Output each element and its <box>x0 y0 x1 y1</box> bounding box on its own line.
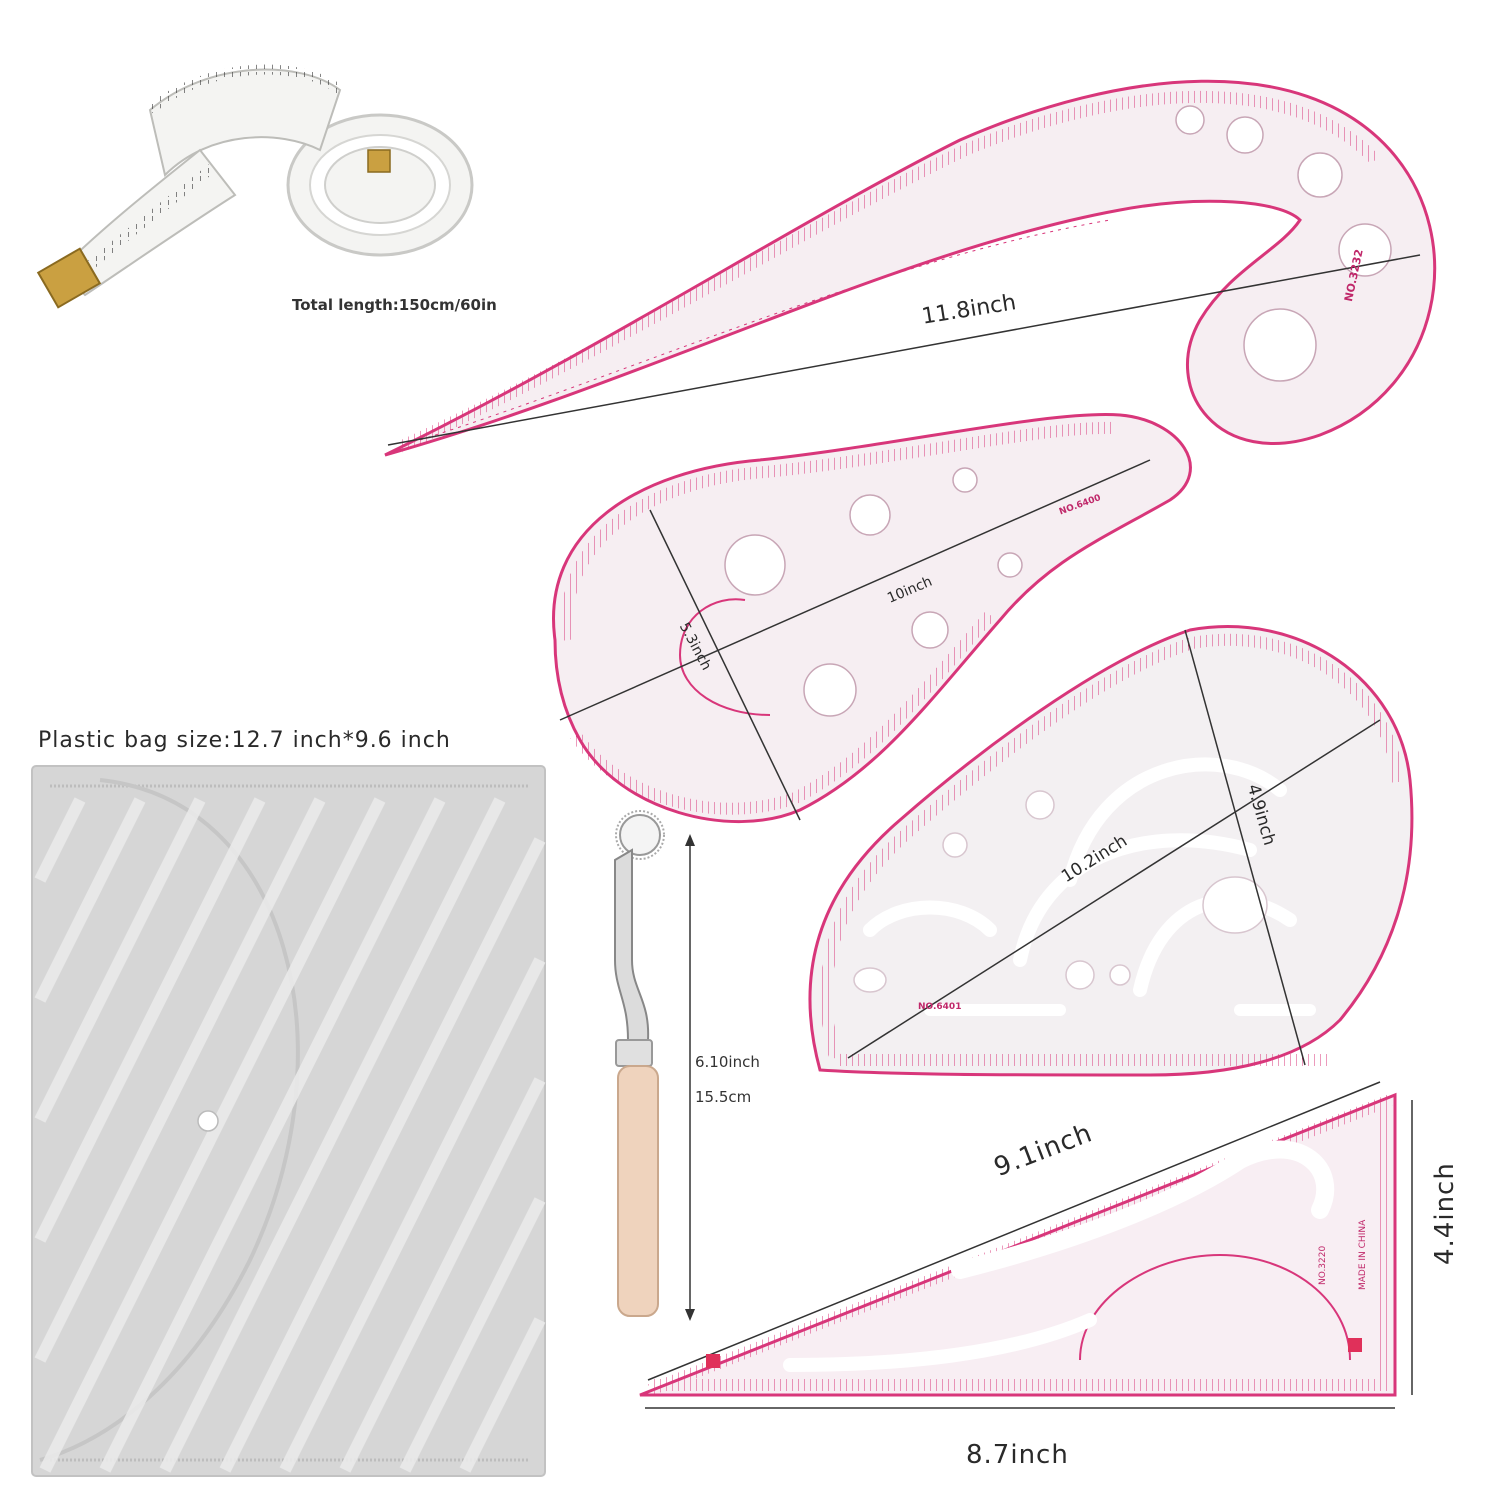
french-curve-ruler <box>808 625 1414 1077</box>
comma-curve-ruler <box>384 79 1437 457</box>
triangle-made-in-label: MADE IN CHINA <box>1358 1219 1368 1290</box>
triangle-ruler <box>639 1081 1413 1409</box>
plastic-bag <box>31 765 546 1477</box>
wheel-length-inch-label: 6.10inch <box>695 1053 760 1071</box>
french-curve-id: NO.6401 <box>918 1002 962 1012</box>
triangle-height-label: 4.4inch <box>1430 1162 1460 1265</box>
hip-curve-ruler <box>552 413 1192 823</box>
tape-total-length-label: Total length:150cm/60in <box>292 296 497 314</box>
tape-measure <box>36 64 474 309</box>
plastic-bag-size-label: Plastic bag size:12.7 inch*9.6 inch <box>38 728 451 753</box>
tracing-wheel <box>614 810 695 1321</box>
triangle-id: NO.3220 <box>1318 1245 1328 1285</box>
triangle-base-label: 8.7inch <box>966 1440 1069 1470</box>
comma-ruler-dimension-line <box>387 254 1421 446</box>
wheel-length-cm-label: 15.5cm <box>695 1088 752 1106</box>
